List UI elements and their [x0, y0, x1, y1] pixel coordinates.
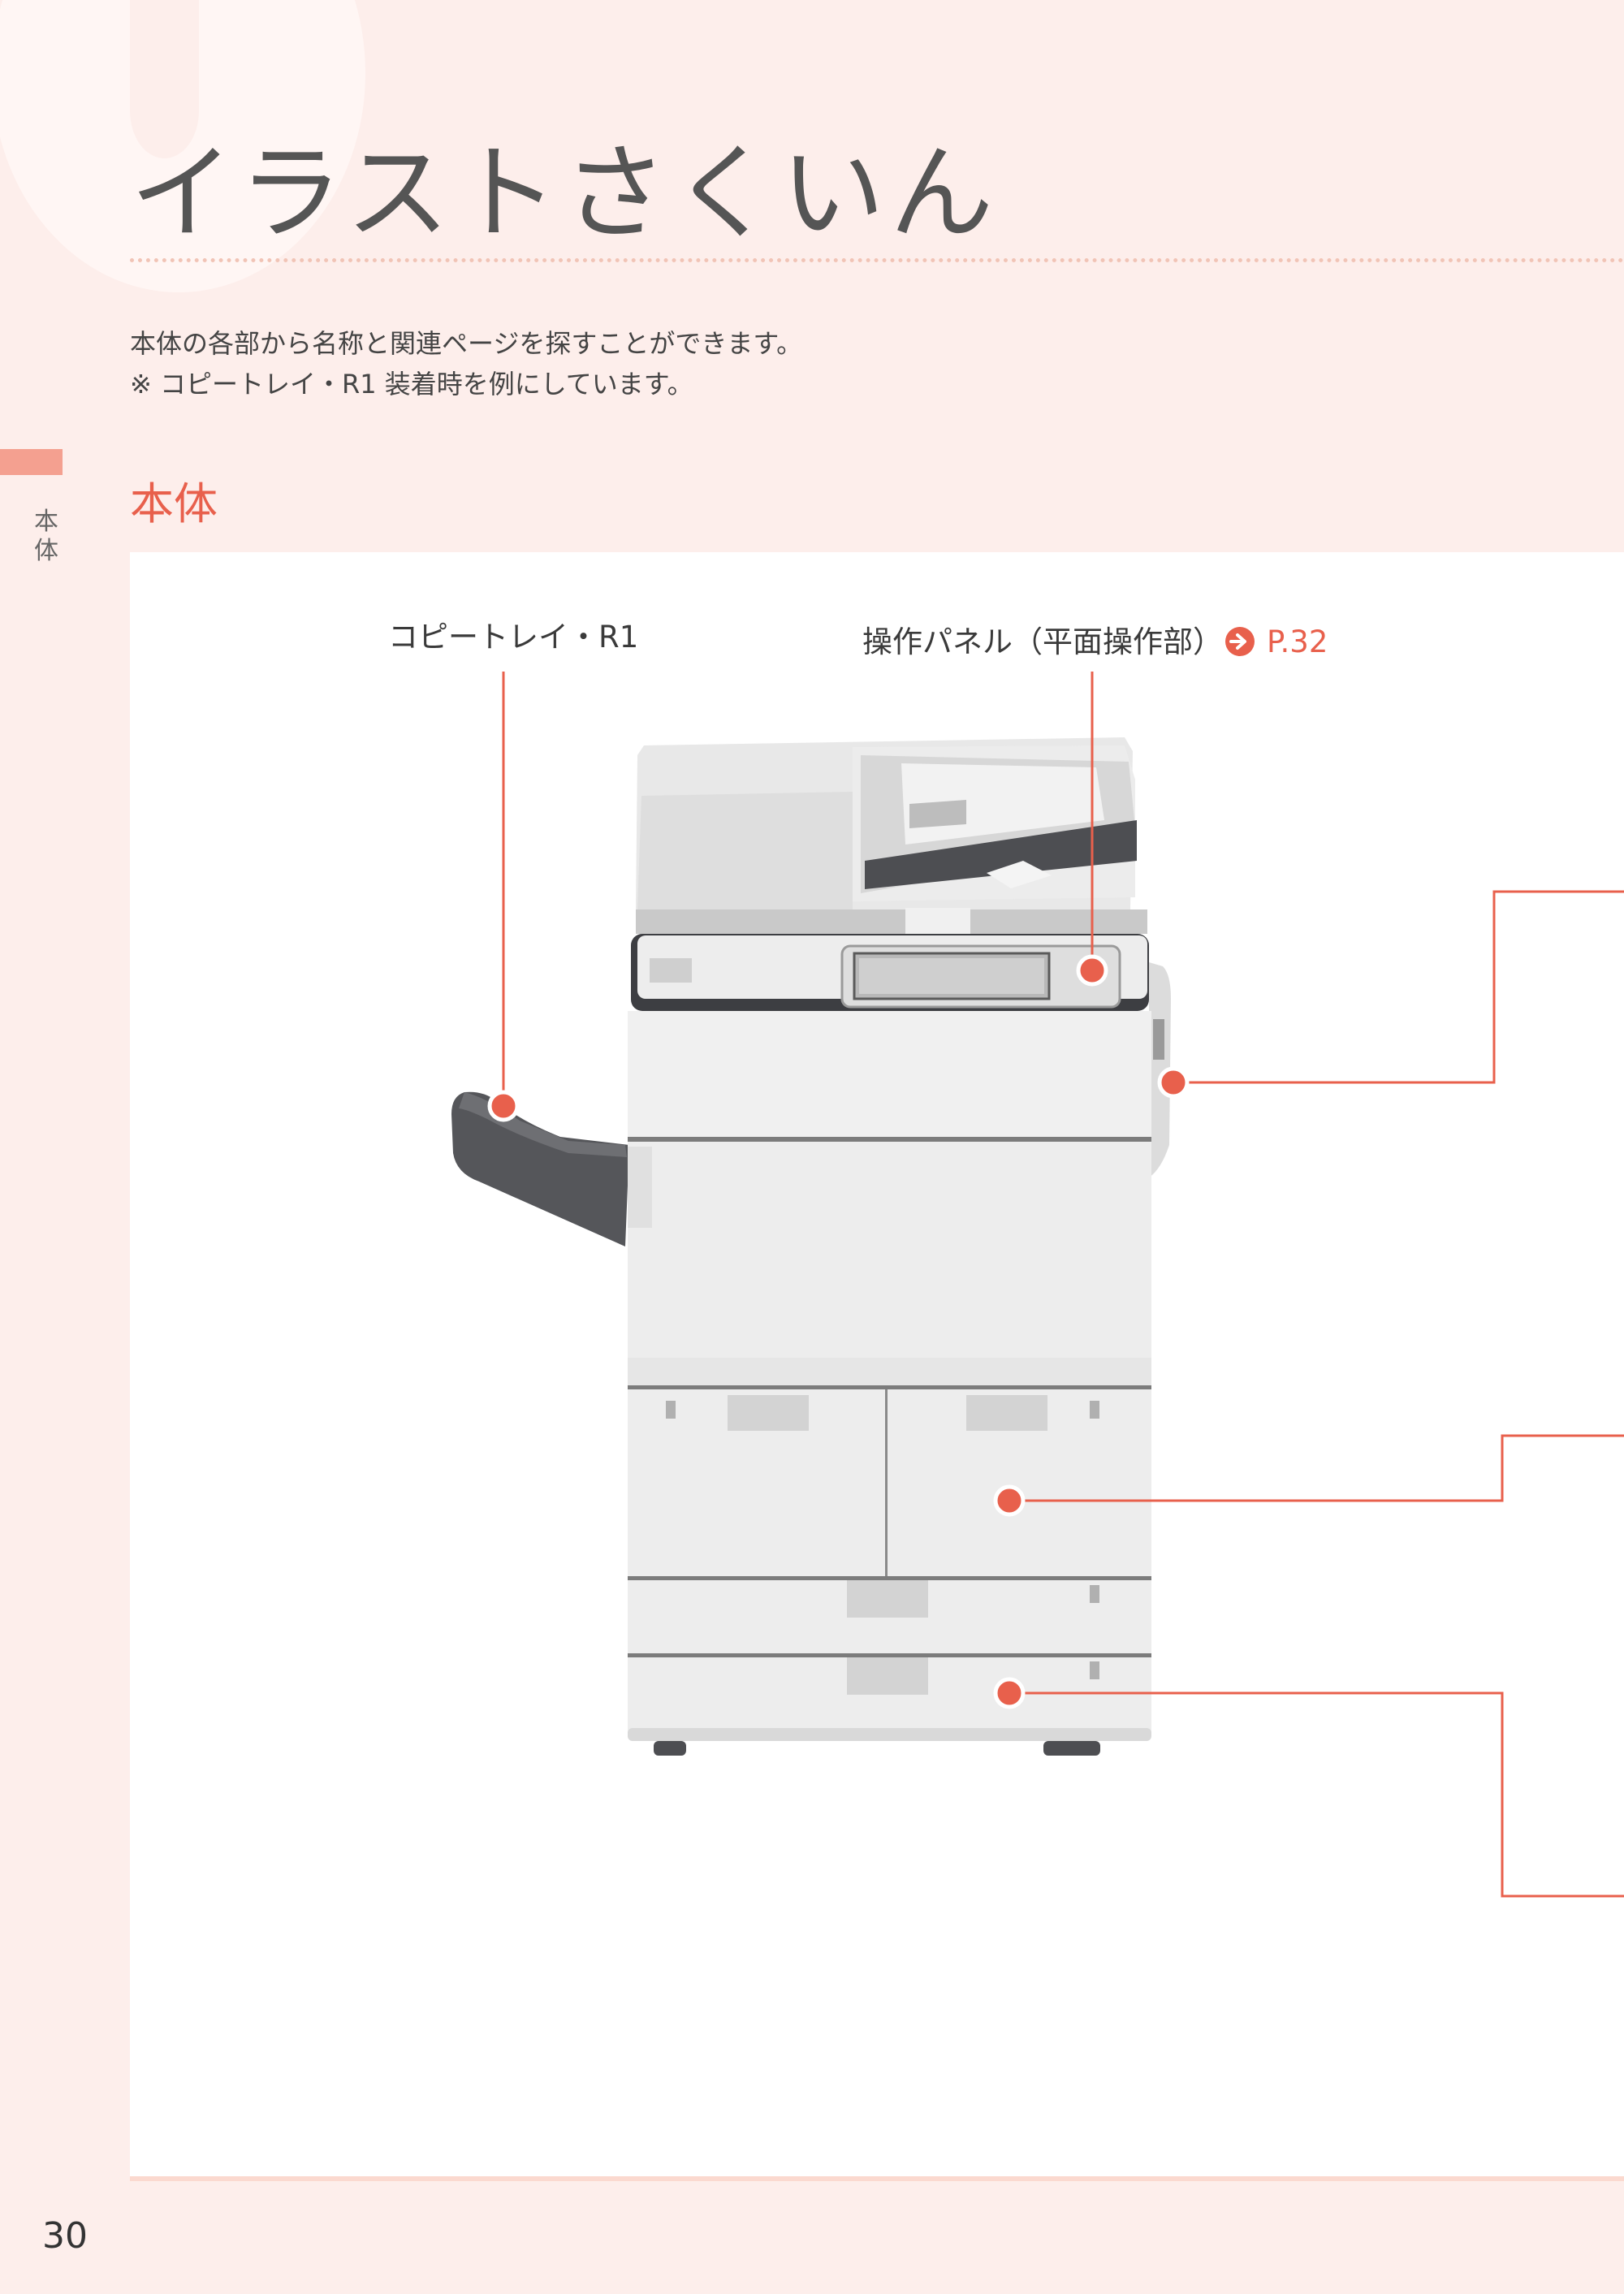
control-panel-label[interactable]: 操作パネル（平面操作部）	[862, 624, 1223, 659]
decorative-notch	[130, 0, 199, 158]
lower-cassette-marker[interactable]	[993, 1677, 1026, 1709]
intro-text: 本体の各部から名称と関連ページを探すことができます。 ※ コピートレイ・R1 装…	[130, 323, 802, 404]
side-index-label: 本 体	[32, 508, 60, 566]
control-panel-page-link[interactable]: P.32	[1267, 624, 1328, 659]
copy-tray-marker[interactable]	[487, 1090, 520, 1122]
side-index-tab[interactable]	[0, 449, 63, 475]
printer-body	[451, 737, 1171, 1756]
intro-line-2: ※ コピートレイ・R1 装着時を例にしています。	[130, 369, 693, 400]
paper-drawer-marker[interactable]	[993, 1484, 1026, 1517]
page-title: イラストさくいん	[130, 133, 999, 254]
page-number: 30	[42, 2215, 88, 2257]
copy-tray-label[interactable]: コピートレイ・R1	[388, 620, 638, 655]
section-heading: 本体	[130, 478, 218, 529]
side-label-char-1: 本	[34, 508, 58, 536]
side-label-char-2: 体	[34, 537, 58, 565]
title-divider	[130, 258, 1624, 262]
control-panel-marker[interactable]	[1076, 954, 1108, 987]
intro-line-1: 本体の各部から名称と関連ページを探すことができます。	[130, 328, 803, 359]
side-handle-marker[interactable]	[1157, 1066, 1190, 1099]
page-ref-arrow-icon[interactable]	[1225, 627, 1255, 656]
callout-lines	[502, 672, 1624, 1898]
